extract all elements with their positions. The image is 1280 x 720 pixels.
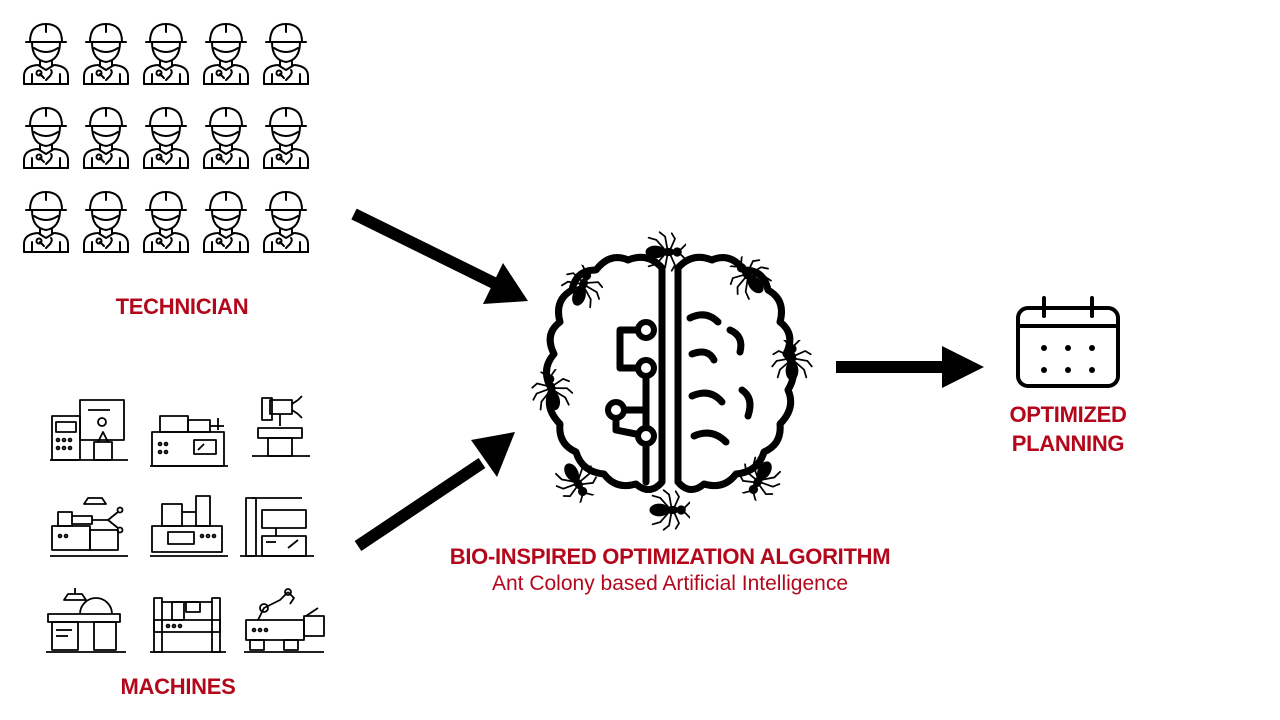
calendar-icon bbox=[1016, 296, 1120, 388]
ant-icon bbox=[646, 488, 690, 532]
ant-icon bbox=[527, 367, 578, 418]
technician-icon bbox=[20, 188, 72, 254]
output-line-1: OPTIMIZED bbox=[1009, 402, 1127, 427]
arrow-icon bbox=[351, 208, 528, 304]
technician-icon bbox=[80, 20, 132, 86]
machines-label: MACHINES bbox=[120, 674, 236, 699]
technician-icon bbox=[140, 104, 192, 170]
technician-icon bbox=[200, 20, 252, 86]
industrial-machine-icon bbox=[148, 490, 230, 562]
technician-icon bbox=[80, 188, 132, 254]
technician-icon bbox=[20, 20, 72, 86]
industrial-machine-icon bbox=[48, 490, 130, 562]
technician-icon bbox=[260, 20, 312, 86]
technician-icon bbox=[200, 104, 252, 170]
technician-icon bbox=[260, 104, 312, 170]
arrow-icon bbox=[354, 432, 515, 551]
technician-icon bbox=[200, 188, 252, 254]
technician-label: TECHNICIAN bbox=[115, 294, 249, 319]
technician-icon bbox=[80, 104, 132, 170]
ant-icon bbox=[642, 230, 686, 274]
algorithm-title: BIO-INSPIRED OPTIMIZATION ALGORITHM bbox=[449, 544, 891, 569]
industrial-machine-icon bbox=[236, 490, 318, 562]
industrial-machine-icon bbox=[46, 586, 128, 658]
brain-group bbox=[530, 230, 810, 530]
industrial-machine-icon bbox=[240, 390, 322, 462]
industrial-machine-icon bbox=[48, 394, 130, 466]
technician-icon bbox=[140, 20, 192, 86]
technician-icon bbox=[20, 104, 72, 170]
industrial-machine-icon bbox=[148, 400, 230, 472]
machines-grid bbox=[44, 390, 324, 660]
industrial-machine-icon bbox=[150, 586, 232, 658]
arrow-icon bbox=[836, 346, 984, 388]
technician-icon bbox=[140, 188, 192, 254]
output-line-2: PLANNING bbox=[1011, 431, 1125, 456]
technician-grid bbox=[20, 20, 320, 255]
industrial-machine-icon bbox=[244, 586, 326, 658]
ant-icon bbox=[770, 340, 814, 384]
algorithm-subtitle: Ant Colony based Artificial Intelligence bbox=[491, 572, 849, 595]
technician-icon bbox=[260, 188, 312, 254]
